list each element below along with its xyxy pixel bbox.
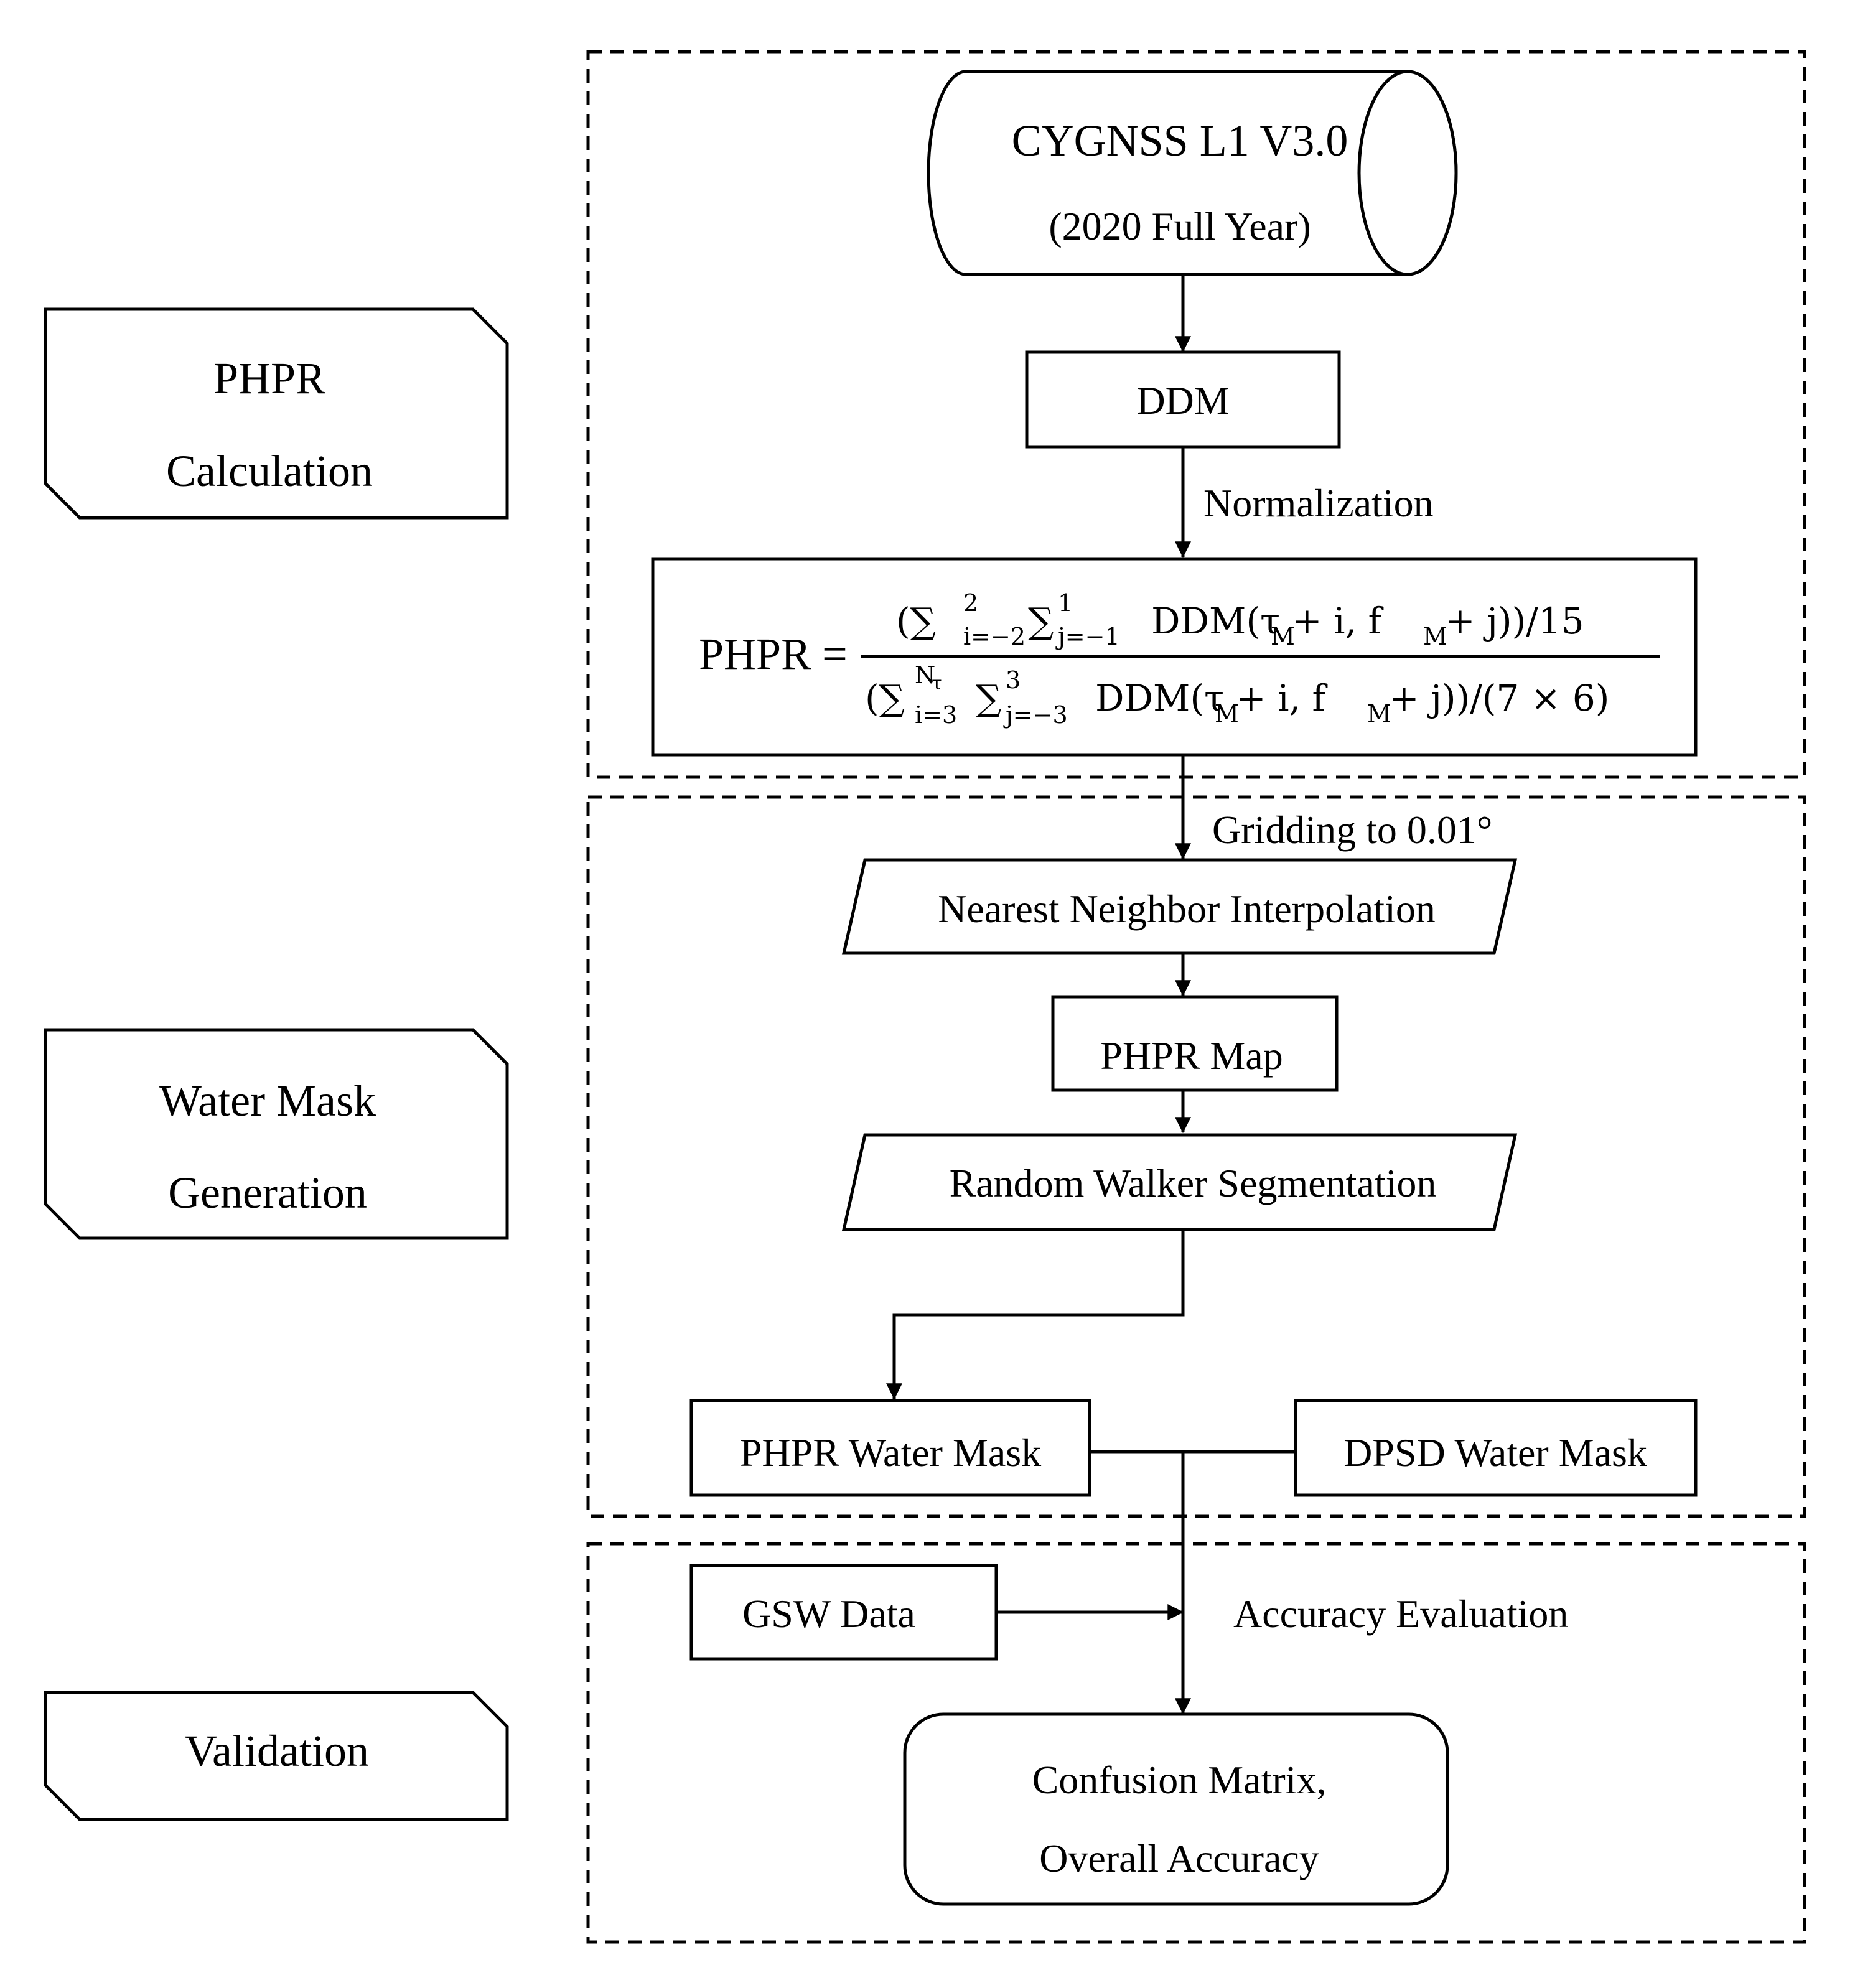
svg-text:(∑: (∑ [896,600,936,642]
dpsd-water-mask-label: DPSD Water Mask [1343,1430,1647,1475]
svg-text:M: M [1367,700,1391,727]
stage-calculation-line2: Calculation [166,446,373,496]
svg-text:DDM(τ: DDM(τ [1151,600,1280,642]
calculation-frame [586,50,1806,779]
svg-text:i=−2: i=−2 [963,623,1026,650]
svg-text:M: M [1423,623,1447,650]
cygnss-line1: CYGNSS L1 V3.0 [1012,116,1348,166]
label-gridding: Gridding to 0.01° [1212,808,1492,852]
stage-validation: Validation [185,1726,369,1776]
svg-text:j=−1: j=−1 [1055,623,1120,650]
svg-text:∑: ∑ [1028,600,1054,642]
node-random-walker: Random Walker Segmentation [841,1133,1518,1231]
svg-text:+ i, f: + i, f [1292,600,1383,642]
node-formula: PHPR = (∑ 2 i=−2 ∑ 1 j=−1 DDM(τ M + i, f… [651,557,1698,757]
node-nearest-neighbor: Nearest Neighbor Interpolation [841,858,1518,955]
svg-text:j=−3: j=−3 [1003,701,1068,729]
node-confusion-matrix: Confusion Matrix, Overall Accuracy [903,1712,1449,1906]
label-accuracy-evaluation: Accuracy Evaluation [1233,1592,1568,1636]
node-phpr-water-mask: PHPR Water Mask [689,1399,1091,1497]
svg-text:N: N [915,661,935,689]
stage-label-calculation: PHPR Calculation [44,307,509,520]
svg-text:2: 2 [963,589,978,617]
confusion-line2: Overall Accuracy [1039,1836,1319,1880]
cygnss-line2: (2020 Full Year) [1049,204,1311,248]
svg-text:M: M [1271,623,1295,650]
svg-text:(∑: (∑ [865,677,905,719]
phpr-water-mask-label: PHPR Water Mask [740,1430,1041,1475]
node-phpr-map: PHPR Map [1051,995,1339,1092]
gsw-data-label: GSW Data [742,1592,915,1636]
svg-text:∑: ∑ [976,677,1001,719]
svg-text:1: 1 [1058,589,1073,617]
stage-label-validation: Validation [44,1691,509,1821]
formula-denominator: (∑ N τ i=3 ∑ 3 j=−3 DDM(τ M + i, f M + j… [865,661,1609,729]
formula-lhs: PHPR = [699,629,848,679]
svg-text:DDM(τ: DDM(τ [1095,677,1224,719]
node-ddm: DDM [1025,350,1341,449]
svg-text:+ j))/(7 × 6): + j))/(7 × 6) [1389,677,1609,719]
stage-water-mask-line1: Water Mask [159,1076,376,1126]
random-walker-label: Random Walker Segmentation [950,1161,1437,1205]
stage-label-water-mask: Water Mask Generation [44,1028,509,1240]
ddm-label: DDM [1136,378,1229,422]
svg-text:M: M [1215,700,1239,727]
svg-text:τ: τ [932,673,942,694]
water-mask-frame [586,795,1806,1518]
svg-text:i=3: i=3 [915,701,957,729]
confusion-line1: Confusion Matrix, [1032,1758,1327,1802]
validation-frame [586,1542,1806,1944]
arrow-random-walker-to-phpr-mask [886,1230,1185,1400]
svg-text:3: 3 [1006,666,1021,694]
stage-calculation-line1: PHPR [213,353,325,403]
node-gsw-data: GSW Data [689,1564,998,1661]
phpr-map-label: PHPR Map [1100,1034,1283,1078]
nearest-label: Nearest Neighbor Interpolation [938,887,1436,931]
stage-water-mask-line2: Generation [168,1168,367,1218]
svg-text:+ j))/15: + j))/15 [1445,600,1584,642]
node-dpsd-water-mask: DPSD Water Mask [1294,1399,1698,1497]
svg-text:+ i, f: + i, f [1236,677,1327,719]
node-cygnss-data: CYGNSS L1 V3.0 (2020 Full Year) [927,70,1458,276]
label-normalization: Normalization [1203,481,1434,525]
formula-numerator: (∑ 2 i=−2 ∑ 1 j=−1 DDM(τ M + i, f M + j)… [896,589,1584,650]
